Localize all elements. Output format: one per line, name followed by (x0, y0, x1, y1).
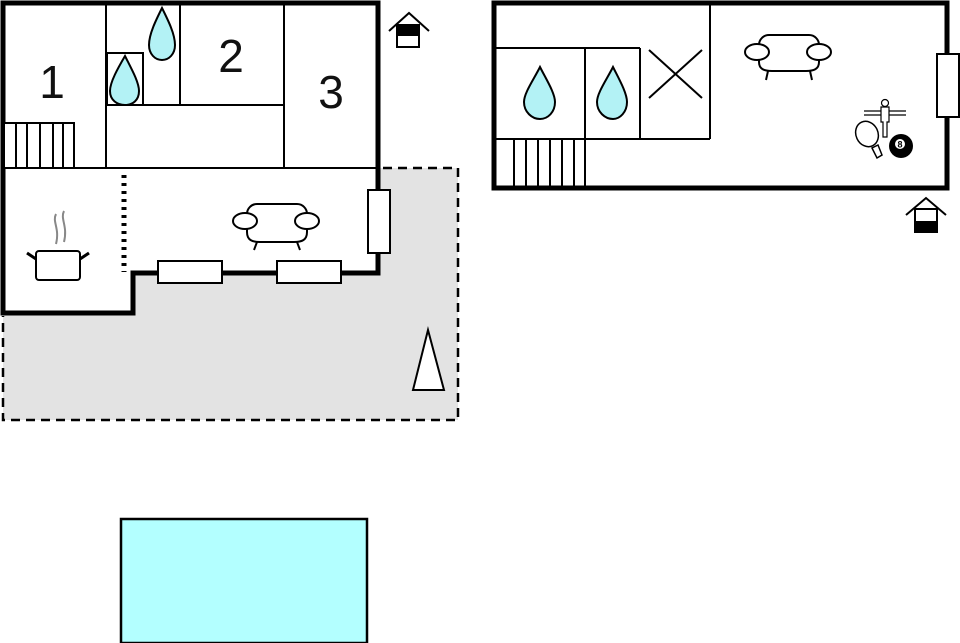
window-icon (276, 260, 342, 284)
interior-walls (494, 3, 711, 188)
stairs-icon (513, 140, 575, 188)
water-drop-icon (147, 5, 177, 62)
room-label-3: 3 (318, 66, 344, 118)
svg-text:8: 8 (897, 140, 902, 150)
window-icon (157, 260, 223, 284)
parasol-icon (411, 326, 446, 391)
sofa-icon (744, 34, 832, 81)
ground-floor: 1 2 3 (0, 0, 430, 316)
sofa-icon (232, 203, 320, 251)
terrace-dashed-border (1, 166, 460, 422)
window-icon (367, 189, 391, 254)
room-label-1: 1 (39, 56, 65, 108)
room-label-2: 2 (218, 30, 244, 82)
ping-pong-paddle-icon (854, 120, 883, 160)
water-drop-icon (595, 64, 629, 121)
void-cross-icon (648, 49, 703, 99)
entrance-icon (388, 11, 430, 48)
water-drop-icon (108, 53, 141, 107)
stairs-icon (3, 122, 75, 169)
exterior-walls (0, 0, 381, 316)
cooking-pot-icon (26, 210, 90, 281)
upper-floor: 8 (491, 0, 960, 233)
terrace-area (3, 168, 458, 420)
billiard-ball-icon: 8 (889, 134, 913, 158)
window-icon (936, 53, 960, 118)
entrance-icon (905, 196, 947, 233)
foosball-icon (864, 98, 906, 138)
water-drop-icon (522, 64, 557, 121)
swimming-pool (119, 517, 369, 643)
